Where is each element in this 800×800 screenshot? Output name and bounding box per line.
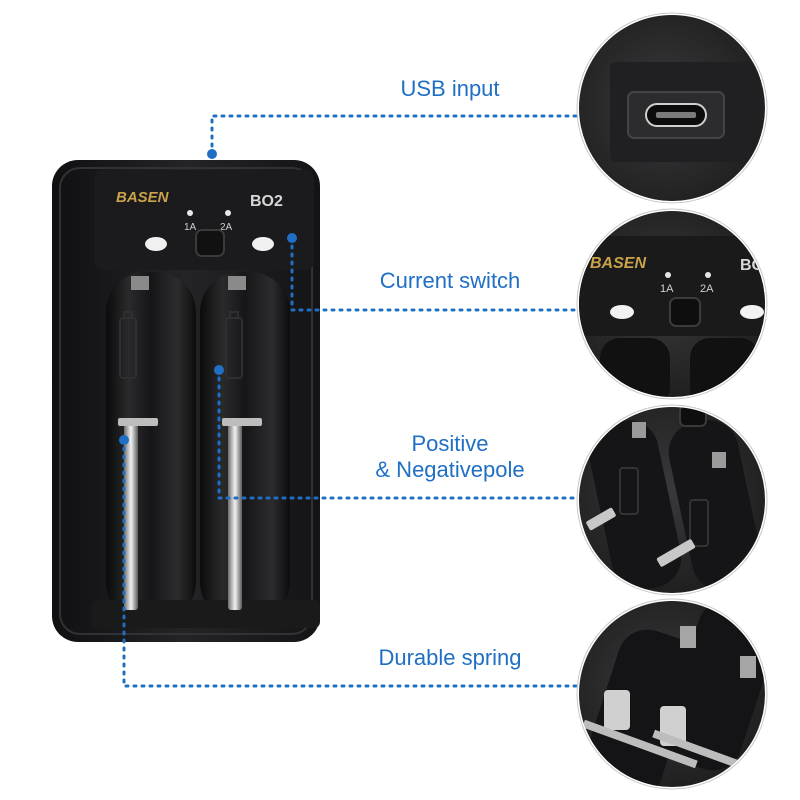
- leader-lines: [122, 114, 587, 688]
- zoom-poles: [576, 404, 768, 596]
- label-1a: 1A: [184, 222, 197, 233]
- leader-switch: [290, 236, 587, 312]
- leader-usb: [210, 114, 587, 156]
- led-2a: [225, 210, 231, 216]
- charger-rim: [59, 167, 313, 635]
- callout-usb-input: USB input: [400, 76, 500, 101]
- positive-contact-2: [228, 276, 246, 290]
- zoom-switch-button: [669, 297, 701, 327]
- led-1a: [187, 210, 193, 216]
- positive-contact-1: [131, 276, 149, 290]
- leader-spring: [122, 438, 587, 688]
- zoom-spring: 1A: [576, 598, 768, 790]
- zoom-brand-logo: BASEN: [590, 255, 646, 272]
- indicator-right: [252, 237, 274, 251]
- spring-rail-1: [124, 420, 138, 610]
- leader-dots: [119, 149, 297, 445]
- label-2a: 2A: [220, 222, 233, 233]
- indicator-left: [145, 237, 167, 251]
- spring-cap-2: [222, 418, 262, 426]
- zoom-current-switch: BASEN BO 1A 2A: [576, 208, 768, 400]
- callout-durable-spring: Durable spring: [378, 645, 522, 670]
- callout-current-switch: Current switch: [379, 268, 521, 293]
- zoom-spring-rail-1: [582, 719, 698, 769]
- leader-pole: [217, 368, 587, 500]
- model-label: BO2: [250, 193, 283, 210]
- current-switch-button: [195, 229, 225, 257]
- battery-slot-2: [200, 272, 290, 622]
- spring-rail-2: [228, 420, 242, 610]
- battery-icon: [119, 311, 243, 379]
- spring-cap-1: [118, 418, 158, 426]
- charger: BASEN BO2 1A 2A: [52, 160, 320, 642]
- callout-poles-line2: & Negativepole: [375, 457, 525, 482]
- slot-base: [92, 600, 320, 628]
- callout-poles: Positive & Negativepole: [340, 431, 560, 483]
- brand-logo: BASEN: [116, 189, 170, 206]
- callout-poles-line1: Positive: [411, 431, 489, 456]
- zoom-usb-port: [576, 12, 768, 204]
- zoom-label-1a: 1A: [660, 283, 674, 295]
- zoom-label-2a: 2A: [700, 283, 714, 295]
